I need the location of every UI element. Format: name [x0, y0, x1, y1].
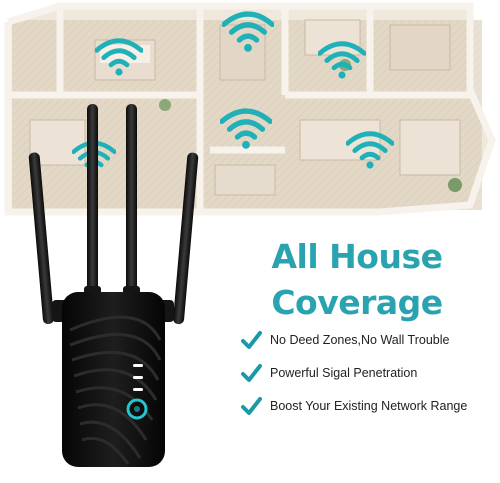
wifi-extender-device: [28, 104, 199, 467]
feature-list: No Deed Zones,No Wall Trouble Powerful S…: [240, 325, 498, 424]
feature-text: Boost Your Existing Network Range: [270, 399, 468, 413]
check-icon: [241, 397, 262, 415]
headline-line-1: All House: [271, 237, 443, 276]
headline: All House Coverage: [228, 234, 486, 326]
feature-text: Powerful Sigal Penetration: [270, 366, 418, 380]
check-icon: [241, 364, 262, 382]
feature-item: No Deed Zones,No Wall Trouble: [240, 325, 498, 358]
feature-item: Boost Your Existing Network Range: [240, 391, 498, 424]
feature-text: No Deed Zones,No Wall Trouble: [270, 333, 450, 347]
feature-item: Powerful Sigal Penetration: [240, 358, 498, 391]
headline-line-2: Coverage: [271, 283, 443, 322]
check-icon: [241, 331, 262, 349]
